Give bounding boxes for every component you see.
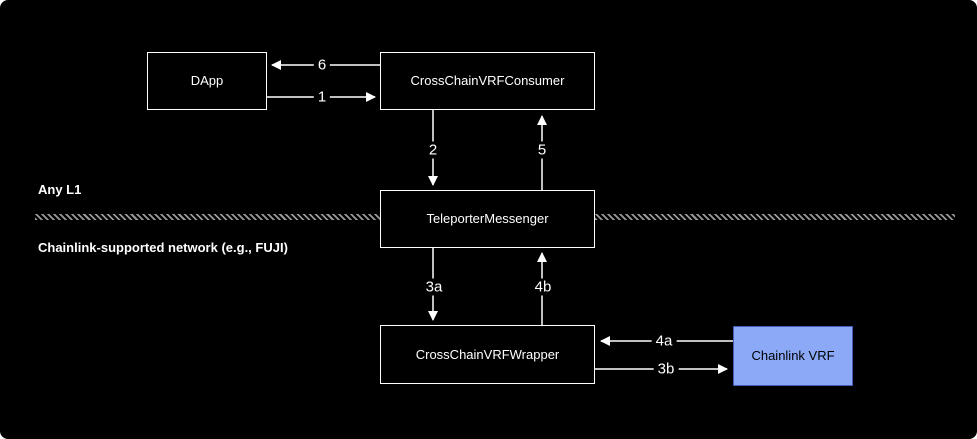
edge-label-4b: 4b <box>530 278 556 296</box>
network-divider-right <box>595 214 955 220</box>
network-divider-left <box>35 214 380 220</box>
node-dapp: DApp <box>147 52 267 110</box>
region-label-chainlink-network: Chainlink-supported network (e.g., FUJI) <box>38 240 288 255</box>
edge-label-6: 6 <box>313 56 331 74</box>
edge-label-1: 1 <box>313 88 331 106</box>
node-chainlink-vrf: Chainlink VRF <box>733 326 853 386</box>
node-crosschainvrfconsumer: CrossChainVRFConsumer <box>380 52 595 110</box>
edge-label-3b: 3b <box>653 360 679 378</box>
node-crosschainvrfwrapper: CrossChainVRFWrapper <box>380 325 595 384</box>
edge-label-2: 2 <box>424 141 442 159</box>
edge-label-4a: 4a <box>651 332 677 350</box>
region-label-any-l1: Any L1 <box>38 182 82 197</box>
edge-label-5: 5 <box>533 141 551 159</box>
node-teleportermessenger: TeleporterMessenger <box>380 190 595 248</box>
edge-label-3a: 3a <box>421 278 447 296</box>
